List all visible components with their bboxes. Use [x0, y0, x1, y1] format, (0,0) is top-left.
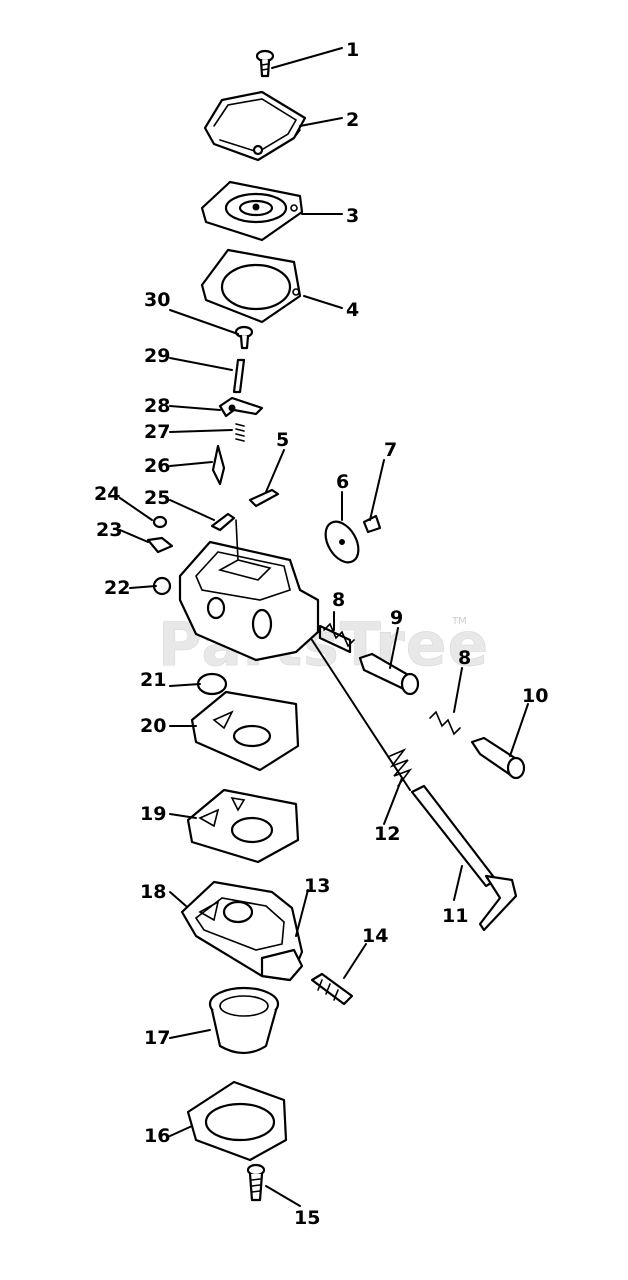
- part-17-primer-bulb: [208, 986, 280, 1055]
- part-11-shaft: [311, 639, 518, 932]
- part-27-spring: [235, 423, 245, 442]
- part-15-screw: [246, 1163, 266, 1202]
- callout-18: 18: [140, 881, 166, 903]
- part-2-cover: [203, 90, 307, 162]
- callout-28: 28: [144, 395, 170, 417]
- callout-15: 15: [294, 1207, 320, 1229]
- part-7-screw: [362, 514, 382, 534]
- leader-lines: [119, 47, 529, 1207]
- part-10-screw: [470, 736, 526, 780]
- callout-12: 12: [374, 823, 400, 845]
- callout-2: 2: [346, 109, 359, 131]
- callout-9: 9: [390, 607, 403, 629]
- part-16-retainer: [186, 1080, 288, 1162]
- callout-29: 29: [144, 345, 170, 367]
- callout-19: 19: [140, 803, 166, 825]
- callout-8-lower: 8: [458, 647, 471, 669]
- part-12-spring: [389, 748, 413, 787]
- part-6-disc: [324, 520, 360, 564]
- callout-8-upper: 8: [332, 589, 345, 611]
- callout-7: 7: [384, 439, 397, 461]
- callout-labels: 1 2 3 4 5 6 7 8 8 9 10 11 12 13 14 15 16…: [94, 39, 548, 1229]
- part-8-spring-lower: [429, 710, 461, 736]
- callout-1: 1: [346, 39, 359, 61]
- part-9-screw: [358, 652, 420, 696]
- part-4-gasket: [200, 248, 302, 324]
- callout-25: 25: [144, 487, 170, 509]
- callout-30: 30: [144, 289, 170, 311]
- part-3-diaphragm: [200, 180, 304, 242]
- callout-16: 16: [144, 1125, 170, 1147]
- part-14-screw: [310, 972, 354, 1006]
- callout-4: 4: [346, 299, 359, 321]
- part-20-gasket: [190, 690, 300, 772]
- carburetor-body: [178, 519, 320, 662]
- callout-20: 20: [140, 715, 166, 737]
- callout-6: 6: [336, 471, 349, 493]
- callout-14: 14: [362, 925, 388, 947]
- callout-24: 24: [94, 483, 120, 505]
- part-19-gasket: [186, 788, 300, 864]
- callout-22: 22: [104, 577, 130, 599]
- part-29-pin: [232, 358, 246, 394]
- callout-26: 26: [144, 455, 170, 477]
- part-18-pump-body: [180, 880, 304, 982]
- callout-21: 21: [140, 669, 166, 691]
- watermark-trademark: TM: [451, 616, 467, 627]
- callout-11: 11: [442, 905, 468, 927]
- part-24-cap: [152, 515, 168, 529]
- callout-3: 3: [346, 205, 359, 227]
- callout-13: 13: [304, 875, 330, 897]
- part-21-plug: [196, 672, 228, 696]
- part-23-clip: [146, 536, 174, 554]
- callout-23: 23: [96, 519, 122, 541]
- callout-10: 10: [522, 685, 548, 707]
- part-1-screw: [255, 49, 275, 78]
- callout-5: 5: [276, 429, 289, 451]
- part-28-lever: [218, 396, 264, 418]
- part-26-needle: [211, 444, 226, 486]
- part-25-pin: [210, 512, 236, 532]
- part-5-pin: [248, 488, 280, 508]
- callout-17: 17: [144, 1027, 170, 1049]
- part-30-screw: [234, 325, 254, 350]
- callout-27: 27: [144, 421, 170, 443]
- part-8-spring-upper: [318, 622, 355, 654]
